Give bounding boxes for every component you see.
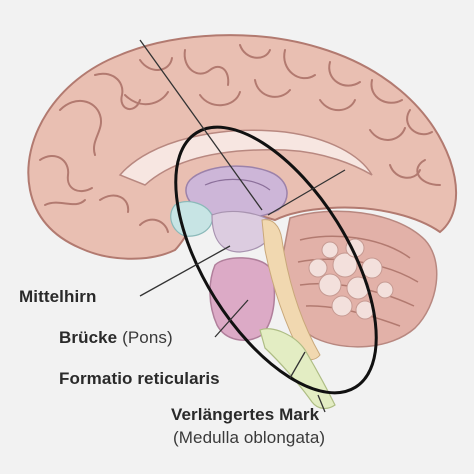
label-medulla-oblongata: (Medulla oblongata)	[173, 428, 325, 448]
arbor-vitae	[308, 238, 394, 320]
label-mittelhirn-text: Mittelhirn	[19, 287, 97, 306]
label-formatio-text: Formatio reticularis	[59, 369, 220, 388]
leader-line-bruecke	[214, 299, 249, 338]
cerebellum	[281, 210, 438, 348]
leader-line-mittelhirn	[139, 245, 231, 297]
thalamus-detail	[204, 178, 271, 191]
leader-line-formatio	[289, 351, 306, 379]
corpus-callosum	[118, 129, 373, 186]
label-mittelhirn: Mittelhirn	[19, 287, 97, 307]
label-mark-text: Verlängertes Mark	[171, 405, 320, 424]
leader-line-top	[139, 39, 263, 211]
pons	[209, 257, 276, 341]
leader-line-mark	[317, 394, 326, 413]
label-formatio-reticularis: Formatio reticularis	[59, 369, 220, 389]
label-bruecke: Brücke (Pons)	[59, 328, 173, 348]
leader-lines	[139, 39, 346, 413]
formatio-reticularis	[261, 219, 321, 361]
label-bruecke-text: Brücke	[59, 328, 118, 347]
sulci	[39, 44, 441, 233]
label-verlaengertes-mark: Verlängertes Mark	[171, 405, 319, 425]
label-medulla-text: (Medulla oblongata)	[173, 428, 326, 447]
leader-line-right	[267, 169, 346, 216]
brainstem-ellipse	[174, 125, 378, 395]
label-bruecke-sub: (Pons)	[122, 328, 173, 347]
